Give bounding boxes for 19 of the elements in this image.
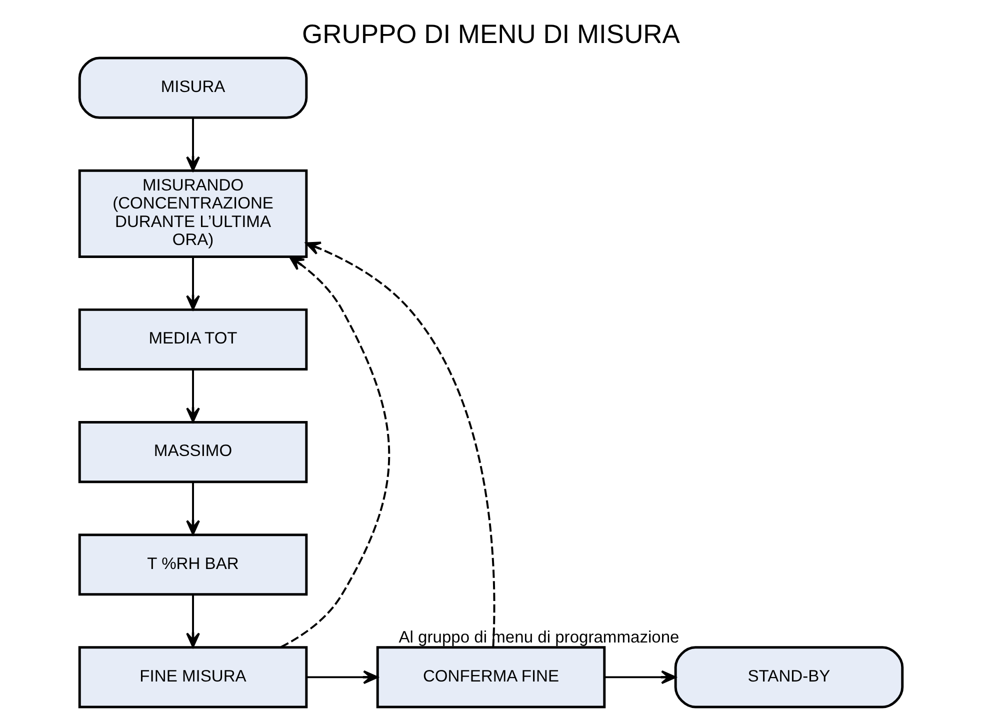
arrow (604, 670, 676, 684)
node-box: CONFERMA FINE (376, 646, 606, 708)
node-box: MISURANDO (CONCENTRAZIONE DURANTE L’ULTIMA ORA) (78, 169, 308, 258)
node-box: T %RH BAR (78, 534, 308, 596)
arrow (186, 482, 200, 536)
node-box: STAND-BY (674, 646, 904, 708)
node-box: MEDIA TOT (78, 308, 308, 371)
arrow (186, 118, 200, 172)
node-label: Al gruppo di menu di programmazione (398, 627, 680, 646)
node-box: MASSIMO (78, 421, 308, 484)
node-box: MISURA (78, 56, 308, 119)
diagram-title: GRUPPO DI MENU DI MISURA (302, 18, 680, 49)
arrow (305, 242, 496, 648)
arrow (306, 670, 378, 684)
arrow (186, 594, 200, 648)
arrow (186, 256, 200, 310)
node-box: FINE MISURA (78, 646, 308, 708)
arrow (186, 370, 200, 422)
arrow (280, 256, 390, 648)
